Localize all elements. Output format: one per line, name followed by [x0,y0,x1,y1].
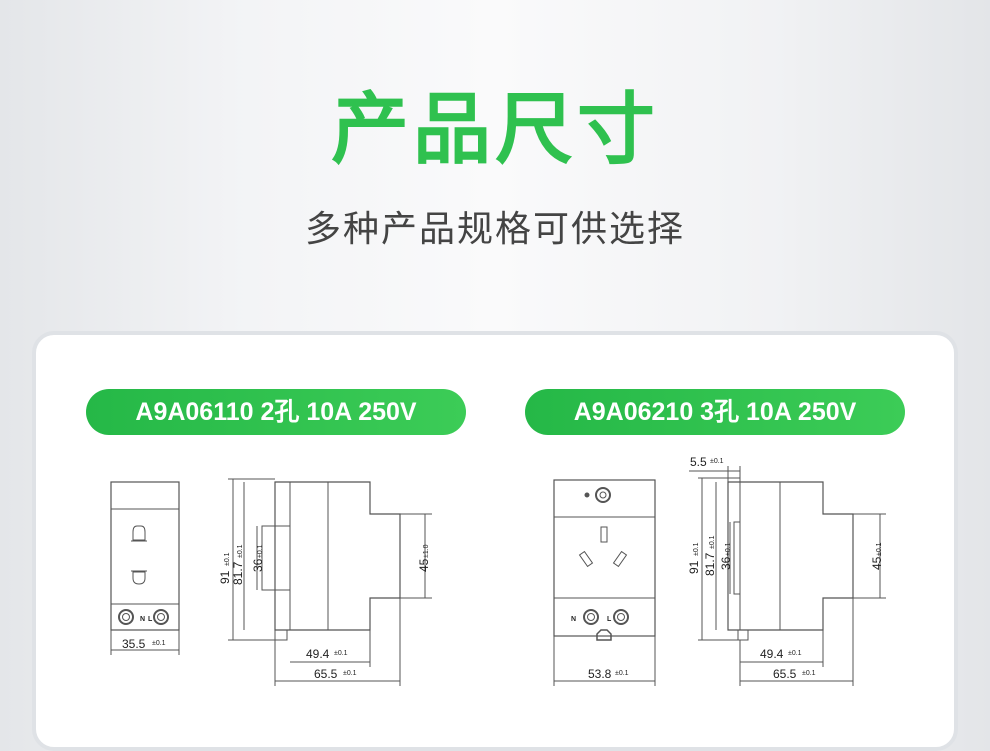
model-label-3-pin: A9A06210 3孔 10A 250V [525,389,905,435]
side-view-2-pin [228,478,432,686]
dim-depth-upper: 49.4 [306,647,330,661]
tol-depth-total: ±0.1 [343,670,357,677]
tol-body-height: ±0.1 [709,535,716,549]
terminal-n-label: N [571,616,576,623]
tol-depth-upper: ±0.1 [334,650,348,657]
terminal-l-label: L [607,616,612,623]
socket-hole-icon [132,525,146,541]
dim-recess: 36 [251,558,265,572]
din-clip-icon [596,629,612,641]
tol-front-width: ±0.1 [615,670,629,677]
socket-hole-icon [578,550,594,568]
dimension-drawings: N L 35.5 ±0.1 91 ±0.1 81.7 ±0.1 36 ±0.1 … [110,455,886,686]
terminal-n-label: N [140,616,145,623]
socket-hole-icon [612,550,628,568]
dim-front-width: 53.8 [588,667,612,681]
dim-body-height: 81.7 [231,561,245,585]
dim-depth-total: 65.5 [773,667,797,681]
tol-front-width: ±0.1 [152,640,166,647]
front-view-3-pin [553,479,656,686]
page-title: 产品尺寸 [330,85,659,175]
terminal-l-icon [153,609,169,625]
dim-height: 91 [218,570,232,584]
dim-height: 91 [687,560,701,574]
dim-depth-upper: 49.4 [760,647,784,661]
tol-recess: ±0.1 [725,542,732,556]
socket-hole-icon [132,571,146,585]
terminal-n-icon [583,609,599,625]
dim-recess: 36 [719,556,733,570]
side-view-3-pin [689,466,886,686]
tol-depth-upper: ±0.1 [788,650,802,657]
page-subtitle: 多种产品规格可供选择 [304,209,685,250]
terminal-l-label: L [148,616,153,623]
dim-body-height: 81.7 [703,552,717,576]
tol-depth-total: ±0.1 [802,670,816,677]
tol-body-height: ±0.1 [237,544,244,558]
tol-height: ±0.1 [693,542,700,556]
terminal-l-icon [613,609,629,625]
dim-depth-total: 65.5 [314,667,338,681]
dim-front-height: 45 [417,558,431,572]
dim-top-offset: 5.5 [690,455,707,469]
earth-pin-icon [600,526,608,543]
dim-front-height: 45 [870,556,884,570]
tol-front-height: ±1.0 [423,544,430,558]
tol-top-offset: ±0.1 [710,458,724,465]
tol-front-height: ±0.1 [876,542,883,556]
terminal-n-icon [118,609,134,625]
dim-front-width: 35.5 [122,637,146,651]
tol-height: ±0.1 [224,552,231,566]
model-label-2-pin: A9A06110 2孔 10A 250V [86,389,466,435]
front-view-2-pin [110,481,180,655]
tol-recess: ±0.1 [257,544,264,558]
indicator-icon [595,487,611,503]
